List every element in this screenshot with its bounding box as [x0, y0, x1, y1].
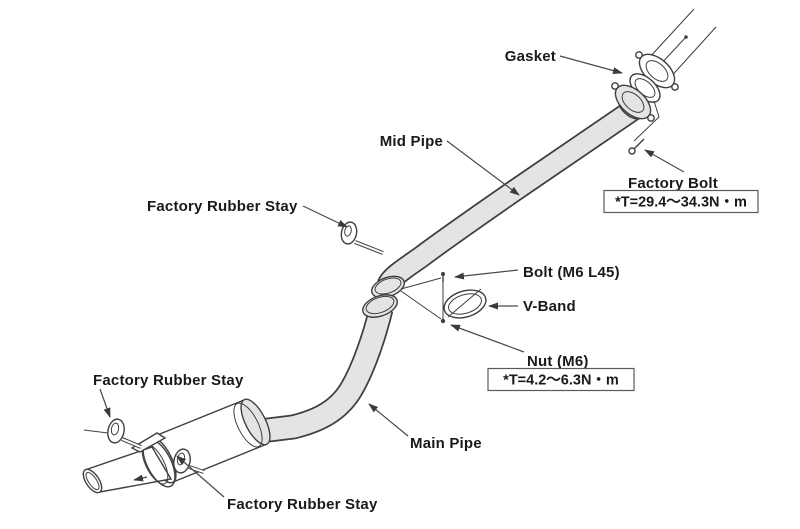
leader-main-pipe: [368, 403, 409, 437]
factory-bolt-part: [628, 100, 660, 155]
v-band-nut: [440, 318, 446, 324]
label-main-pipe: Main Pipe: [410, 435, 482, 452]
torque-box-factory-bolt: [603, 189, 759, 214]
leader-rubber-stay-mid: [302, 205, 348, 228]
clamp-bolt-pointer: [133, 474, 148, 482]
v-band-clamp: [400, 272, 487, 324]
muffler-seam: [233, 402, 263, 448]
label-bolt-m6: Bolt (M6 L45): [523, 264, 620, 281]
main-pipe: [258, 306, 394, 444]
torque-nut: *T=4.2〜6.3N・m: [503, 373, 619, 389]
mid-pipe-flange: [611, 82, 655, 122]
rubber-stay-grommet-mid: [340, 221, 384, 255]
main-pipe-cuff-rim: [365, 295, 395, 315]
label-nut-m6: Nut (M6): [527, 353, 589, 370]
rubber-stay-grommet-left: [83, 418, 142, 449]
label-factory-bolt: Factory Bolt: [628, 175, 718, 192]
label-v-band: V-Band: [523, 298, 576, 315]
label-rubber-stay-left: Factory Rubber Stay: [93, 372, 244, 389]
tail-pipe: [82, 446, 173, 494]
leader-rubber-stay-left: [99, 388, 111, 418]
leader-nut-m6: [450, 324, 525, 353]
torque-factory-bolt: *T=29.4〜34.3N・m: [615, 195, 747, 211]
label-rubber-stay-bottom: Factory Rubber Stay: [227, 496, 378, 513]
label-mid-pipe: Mid Pipe: [380, 133, 443, 150]
mid-pipe-cuff-rim: [374, 277, 402, 295]
muffler-right-cap: [240, 398, 271, 446]
stud-bolt-head: [684, 35, 688, 39]
leader-mid-pipe: [446, 140, 520, 196]
main-pipe-cuff: [362, 294, 398, 318]
leader-bolt-m6: [454, 269, 519, 280]
factory-flange: [635, 51, 679, 91]
leader-gasket: [559, 55, 623, 74]
leader-factory-bolt: [644, 149, 685, 173]
label-gasket: Gasket: [505, 48, 556, 65]
label-rubber-stay-mid: Factory Rubber Stay: [147, 198, 298, 215]
torque-box-nut: [487, 367, 635, 392]
leader-rubber-stay-bottom: [176, 455, 225, 498]
